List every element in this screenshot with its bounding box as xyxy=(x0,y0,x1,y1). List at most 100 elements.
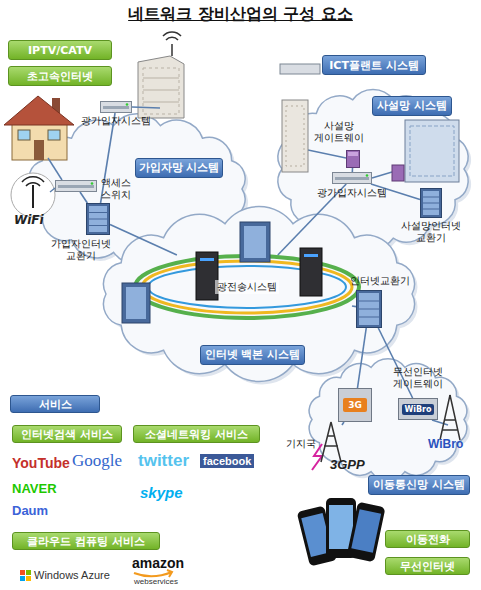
service-logo: facebook xyxy=(200,454,254,468)
router-device: 사설망인터넷 교환기 xyxy=(420,188,442,218)
device-body xyxy=(101,102,132,113)
cloud-outline xyxy=(298,352,478,487)
system-label: 사설망 시스템 xyxy=(372,96,452,116)
device-body xyxy=(333,173,372,184)
plant-equipment xyxy=(280,64,320,74)
device-panel xyxy=(58,185,94,188)
windows-flag xyxy=(26,576,31,581)
apartment-windows xyxy=(143,68,179,114)
wifi-mast xyxy=(171,44,173,56)
phone-screen xyxy=(329,505,353,549)
network-cloud: 이동통신망 시스템무선인터넷 게이트웨이WiBro3G기지국 xyxy=(298,352,478,487)
device-label: 인터넷교환기 xyxy=(350,275,420,287)
service-tag: 인터넷검색 서비스 xyxy=(12,425,122,443)
device-slot xyxy=(359,301,379,302)
service-logo: skype xyxy=(140,484,183,501)
flat-icon xyxy=(55,180,97,192)
gateway-device: 사설망 게이트웨이 xyxy=(346,150,360,168)
olt-device: 광가입자시스템 xyxy=(100,101,132,113)
device-slot xyxy=(89,212,107,213)
house-chimney xyxy=(52,98,60,114)
apartment-floor xyxy=(143,102,179,103)
device-label: 액세스 스위치 xyxy=(101,177,141,200)
mobile-phone xyxy=(326,498,356,558)
apartment-floor xyxy=(143,78,179,79)
device-body xyxy=(399,399,438,420)
router-device: 인터넷교환기 xyxy=(356,290,382,328)
device-slot xyxy=(89,225,107,226)
device-body xyxy=(357,291,382,328)
system-label: 가입자망 시스템 xyxy=(135,158,223,178)
phone-screen xyxy=(351,509,381,553)
device-slot xyxy=(423,209,439,210)
router-device: 가입자인터넷 교환기 xyxy=(86,203,110,235)
service-logo: Daum xyxy=(12,503,48,518)
amazon-smile xyxy=(134,570,172,577)
wifi-waves xyxy=(163,32,181,40)
device-panel xyxy=(423,191,439,215)
diagram-title: 네트워크 장비산업의 구성 요소 xyxy=(0,4,481,25)
service-tag: 초고속인터넷 xyxy=(8,66,112,86)
device-badge: 3G xyxy=(343,398,367,412)
olt-device: 광가입자시스템 xyxy=(332,172,372,184)
device-top xyxy=(348,152,358,156)
device-slot xyxy=(423,197,439,198)
service-logo: NAVER xyxy=(12,481,57,496)
service-tag: 클라우드 컴퓨팅 서비스 xyxy=(12,532,160,550)
badge-text: WiBro xyxy=(402,404,433,415)
apartment-floor xyxy=(143,90,179,91)
device-panel xyxy=(103,106,129,109)
house-roof xyxy=(4,96,74,125)
access-wire xyxy=(132,107,160,108)
device-panel xyxy=(359,293,379,325)
tag-text: IPTV/CATV xyxy=(28,44,92,57)
service-logo: twitter xyxy=(138,451,189,471)
gateway-device: 무선인터넷 게이트웨이WiBro xyxy=(398,398,438,420)
rack-icon xyxy=(356,290,382,328)
system-label: 인터넷 백본 시스템 xyxy=(200,345,305,365)
service-logo: webservices xyxy=(134,577,178,586)
service-tag: 이동전화 xyxy=(385,530,470,548)
device-slot xyxy=(359,309,379,310)
service-tag: 무선인터넷 xyxy=(385,557,470,575)
gateway-device: 3G xyxy=(338,388,372,422)
section-tag: 서비스 xyxy=(10,395,100,413)
tag-text: 이동전화 xyxy=(406,532,450,547)
device-slot xyxy=(423,203,439,204)
device-panel xyxy=(335,177,369,180)
flat-icon xyxy=(332,172,372,184)
rack-icon xyxy=(86,203,110,235)
device-slot xyxy=(359,317,379,318)
flat-icon xyxy=(100,101,132,113)
mobile-phone xyxy=(346,502,385,563)
system-label: 광전송시스템 xyxy=(215,280,279,294)
device-label: 광가입자시스템 xyxy=(312,187,392,199)
tag-text: 소셜네트워킹 서비스 xyxy=(145,427,248,442)
cloud-body xyxy=(309,359,467,480)
device-label: 기지국 xyxy=(282,438,316,450)
device-body xyxy=(87,204,110,235)
apartment-building xyxy=(138,56,184,118)
tag-text: 서비스 xyxy=(39,397,72,412)
device-label: 사설망인터넷 교환기 xyxy=(398,220,464,243)
tag-text: 초고속인터넷 xyxy=(27,69,93,84)
standard-logo: 3GPP xyxy=(330,457,365,472)
system-label: 이동통신망 시스템 xyxy=(368,475,470,495)
tag-text: 클라우드 컴퓨팅 서비스 xyxy=(27,534,145,549)
windows-flag xyxy=(20,576,25,581)
mobile-phone xyxy=(297,505,338,566)
switch-device: 액세스 스위치 xyxy=(55,180,97,192)
cloud-body xyxy=(104,207,415,382)
device-body xyxy=(339,389,372,422)
tag-text: ICT플랜트 시스템 xyxy=(329,58,419,73)
windows-flag xyxy=(20,570,25,575)
device-slot xyxy=(89,219,107,220)
tower-lattice xyxy=(321,422,341,462)
device-label: 가입자인터넷 교환기 xyxy=(48,238,114,261)
device-led xyxy=(366,174,369,177)
transport-ring: 광전송시스템 xyxy=(142,255,352,319)
device-body xyxy=(347,151,360,168)
device-led xyxy=(91,182,94,185)
service-logo: amazon xyxy=(132,555,184,571)
